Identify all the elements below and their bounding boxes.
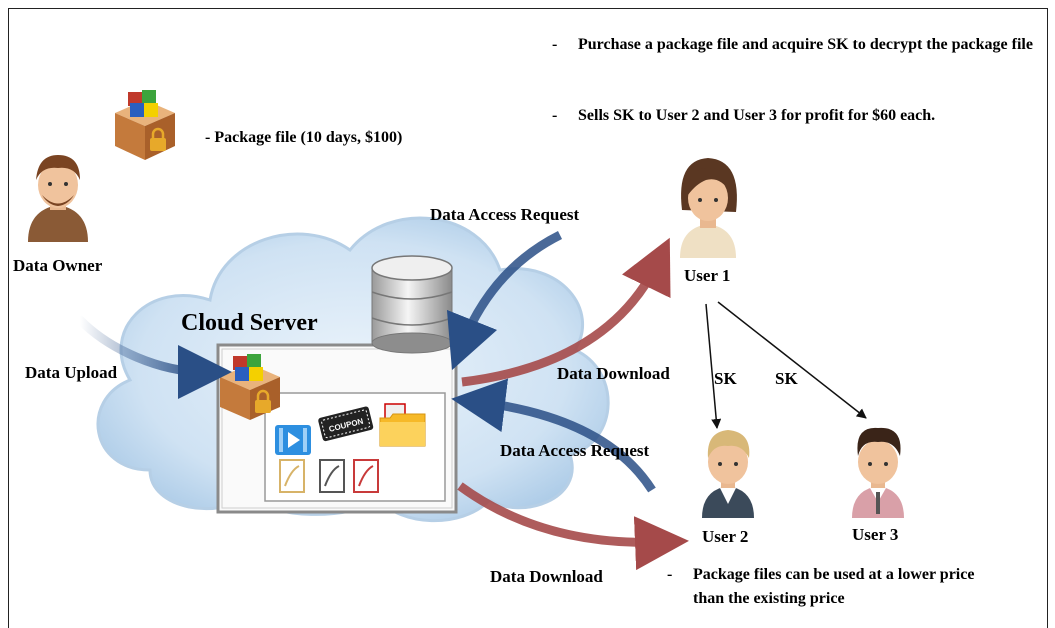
user1-label: User 1 <box>684 266 731 285</box>
sk-label-left: SK <box>714 369 737 388</box>
data-download-top-label: Data Download <box>557 364 670 383</box>
folder-icon <box>379 403 426 447</box>
data-owner-avatar <box>28 155 88 242</box>
data-download-bottom-arrow <box>457 482 689 571</box>
diagram-frame <box>8 8 1048 628</box>
data-download-top-arrow <box>461 237 671 387</box>
sells-note-text: Sells SK to User 2 and User 3 for profit… <box>578 107 936 124</box>
user1-avatar <box>680 158 737 258</box>
lower-price-note-dash: - <box>667 566 673 583</box>
data-access-request-bottom-label: Data Access Request <box>500 441 650 460</box>
sells-note-dash: - <box>552 107 558 124</box>
data-access-request-top-arrow <box>446 230 563 371</box>
data-upload-arrow <box>75 315 232 399</box>
lower-price-note-text: Package files can be used at a lower pri… <box>693 566 975 607</box>
lower-price-note: - Package files can be used at a lower p… <box>667 563 993 611</box>
data-download-bottom-label: Data Download <box>490 567 603 586</box>
data-access-request-top-label: Data Access Request <box>430 205 580 224</box>
user3-label: User 3 <box>852 525 899 544</box>
sells-note: - Sells SK to User 2 and User 3 for prof… <box>552 104 1038 128</box>
purchase-note: - Purchase a package file and acquire SK… <box>552 33 1033 57</box>
purchase-note-dash: - <box>552 36 558 53</box>
database-icon <box>371 255 453 354</box>
pdf-file-icons <box>279 459 379 493</box>
data-owner-label: Data Owner <box>13 256 103 275</box>
data-upload-label: Data Upload <box>25 363 118 382</box>
cloud-server-title: Cloud Server <box>181 310 318 336</box>
package-file-note: - Package file (10 days, $100) <box>205 129 403 146</box>
purchase-note-text: Purchase a package file and acquire SK t… <box>578 36 1033 53</box>
coupon-icon: COUPON <box>318 406 374 442</box>
user3-avatar <box>852 427 904 518</box>
user2-avatar <box>702 430 754 518</box>
sk-label-right: SK <box>775 369 798 388</box>
sk-arrows <box>705 301 867 429</box>
user2-label: User 2 <box>702 527 749 546</box>
data-access-request-bottom-arrow <box>451 378 656 493</box>
video-file-icon <box>275 425 311 455</box>
package-box-icon <box>115 90 175 160</box>
